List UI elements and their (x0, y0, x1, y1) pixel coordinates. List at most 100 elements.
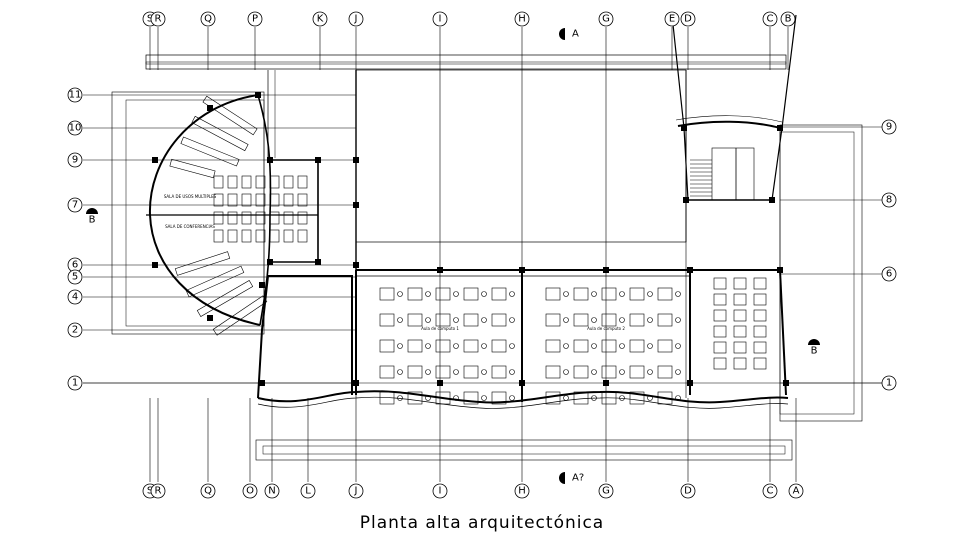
grid-bubble-top: J (348, 11, 364, 27)
desk (435, 287, 451, 301)
svg-text:S: S (147, 14, 153, 25)
desk (629, 287, 645, 301)
desk (573, 391, 589, 405)
svg-text:11: 11 (69, 90, 82, 101)
desk (379, 365, 395, 379)
desk (491, 365, 507, 379)
desk (463, 287, 479, 301)
column (769, 197, 775, 203)
chair (619, 317, 625, 323)
chair (563, 369, 569, 375)
svg-text:G: G (602, 14, 610, 25)
desk (407, 313, 423, 327)
chair (563, 317, 569, 323)
desk (407, 339, 423, 353)
chair (481, 369, 487, 375)
section-mark-icon (86, 208, 98, 214)
room-labels: SALA DE USOS MULTIPLES SALA DE CONFERENC… (164, 194, 626, 331)
chair (591, 395, 597, 401)
desk (407, 287, 423, 301)
desk (379, 339, 395, 353)
seat (213, 175, 224, 189)
svg-text:6: 6 (886, 269, 892, 280)
seat-row (191, 115, 249, 152)
grid-bubble-top: D (680, 11, 696, 27)
desk (601, 287, 617, 301)
desk (463, 339, 479, 353)
grid-bubble-left: 4 (67, 289, 83, 305)
room-label-conference: SALA DE CONFERENCIAS (165, 224, 215, 229)
desk (753, 357, 767, 370)
svg-text:4: 4 (72, 292, 78, 303)
chair (563, 395, 569, 401)
desk (601, 313, 617, 327)
grid-bubble-top: G (598, 11, 614, 27)
column (687, 267, 693, 273)
chair (675, 291, 681, 297)
seat (241, 229, 252, 243)
grid-bubble-top: H (514, 11, 530, 27)
chair (425, 395, 431, 401)
desk (733, 325, 747, 338)
building-outline (111, 14, 863, 461)
desk (435, 313, 451, 327)
grid-bubble-left: 7 (67, 197, 83, 213)
grid-bubble-bottom: C (762, 483, 778, 499)
svg-text:9: 9 (886, 122, 892, 133)
chair (647, 343, 653, 349)
grid-bubble-bottom: R (150, 483, 166, 499)
seat (241, 211, 252, 225)
grid-bubble-right: 1 (881, 375, 897, 391)
chair (509, 291, 515, 297)
desk (601, 339, 617, 353)
seat-row (185, 265, 245, 298)
desk (657, 287, 673, 301)
svg-text:2: 2 (72, 325, 78, 336)
desk (491, 391, 507, 405)
desk (573, 287, 589, 301)
column (267, 259, 273, 265)
grid-bubble-bottom: J (348, 483, 364, 499)
seat (241, 193, 252, 207)
column (353, 380, 359, 386)
grid-bubble-left: 10 (67, 120, 83, 136)
chair (397, 291, 403, 297)
svg-text:C: C (767, 14, 774, 25)
chair (591, 291, 597, 297)
seat (269, 229, 280, 243)
desk (657, 339, 673, 353)
desk (407, 391, 423, 405)
svg-text:9: 9 (72, 155, 78, 166)
grid-bubble-bottom: O (242, 483, 258, 499)
seat (213, 211, 224, 225)
column (207, 105, 213, 111)
column (353, 202, 359, 208)
chair (453, 291, 459, 297)
seat (283, 229, 294, 243)
svg-text:L: L (305, 486, 311, 497)
column (259, 282, 265, 288)
chair (509, 343, 515, 349)
section-mark-icon (808, 339, 820, 345)
column (683, 197, 689, 203)
auditorium-seating (169, 95, 308, 336)
seat (269, 175, 280, 189)
svg-text:H: H (518, 486, 526, 497)
column (437, 380, 443, 386)
desk (545, 339, 561, 353)
seat (297, 193, 308, 207)
grid-bubble-left: 11 (67, 87, 83, 103)
column (519, 380, 525, 386)
svg-text:8: 8 (886, 195, 892, 206)
seat (297, 229, 308, 243)
desk (753, 293, 767, 306)
svg-text:6: 6 (72, 260, 78, 271)
section-marks: A A? B B (86, 28, 820, 484)
column (777, 125, 783, 131)
grid-bubble-bottom: A (788, 483, 804, 499)
column (152, 157, 158, 163)
grid-bubble-top: C (762, 11, 778, 27)
desk (713, 325, 727, 338)
desk (379, 287, 395, 301)
desk (657, 313, 673, 327)
